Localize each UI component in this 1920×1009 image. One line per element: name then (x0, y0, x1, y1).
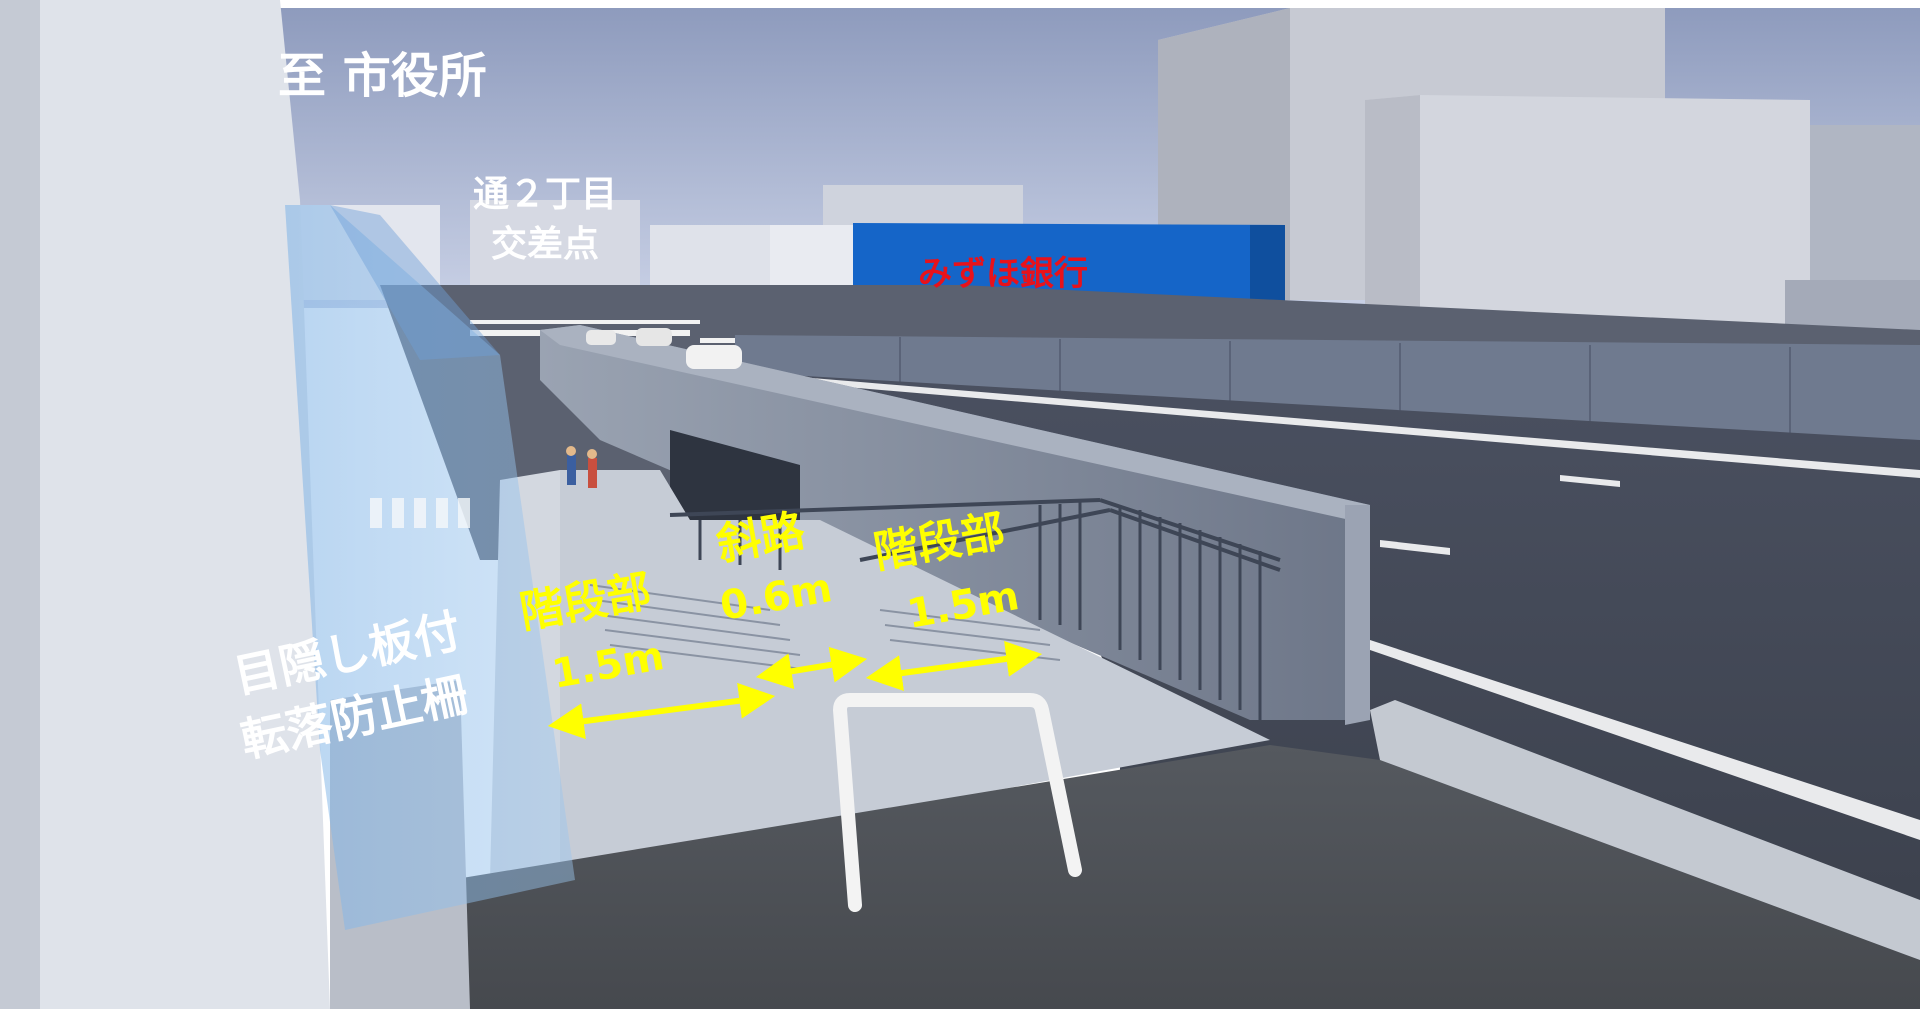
crosswalk-left (370, 498, 470, 528)
large-buildings (1158, 8, 1920, 370)
fence-overlay-top (330, 205, 500, 360)
curb-right (1370, 700, 1920, 960)
stair-railing (669, 498, 1281, 572)
left-building-edge (0, 0, 40, 1009)
pedestrians (566, 446, 597, 488)
underpass-opening (670, 430, 800, 520)
wall-end (1345, 505, 1370, 725)
railing-bars (698, 502, 1262, 720)
u-shaped-barrier (832, 693, 1082, 912)
arrow-stairs-left (547, 682, 776, 740)
bank-label: みずほ銀行 (918, 254, 1088, 294)
intersection-label-line1: 通２丁目 (473, 174, 617, 215)
intersection-label-line2: 交差点 (491, 223, 599, 265)
foreground-asphalt (450, 745, 1920, 1009)
road-markings (740, 372, 1920, 840)
fence-overlay (285, 205, 575, 930)
ramp-side-wall (540, 325, 1370, 720)
destination-label: 至 市役所 (278, 48, 487, 104)
cars (586, 328, 742, 369)
left-building (0, 0, 330, 1009)
arrow-slope (755, 646, 868, 690)
dimension-arrows (547, 641, 1043, 740)
arrow-stairs-right (865, 641, 1043, 691)
ramp-wall-top (540, 325, 1370, 520)
